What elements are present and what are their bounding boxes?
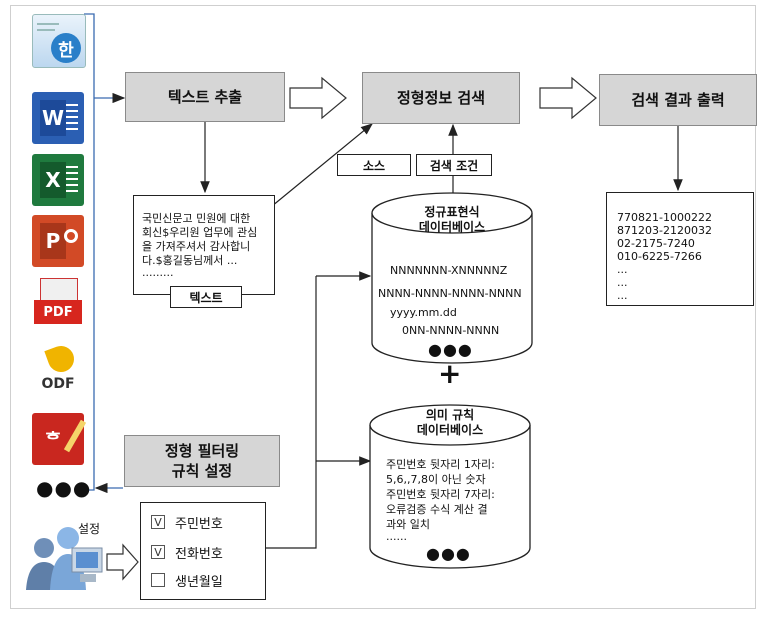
rule-line-1: 주민번호 뒷자리 1자리: — [386, 458, 495, 471]
hangul-doc-icon: ᄒ — [32, 413, 87, 465]
filter-title-line1: 정형 필터링 — [164, 442, 240, 460]
rule-line-5: 과와 일치 — [386, 518, 430, 531]
more-file-types: ●●● — [36, 476, 92, 500]
result-line-4: 010-6225-7266 — [617, 250, 702, 263]
plus-sign: + — [438, 357, 462, 390]
result-line-1: 770821-1000222 — [617, 211, 712, 224]
regex-pattern-4: 0NN-NNNN-NNNN — [402, 324, 500, 337]
block-arrow-extract-to-search — [289, 76, 347, 120]
odf-icon-label: ODF — [41, 376, 75, 392]
search-results-box: 770821-1000222 871203-2120032 02-2175-72… — [606, 192, 754, 306]
filter-options-box: V 주민번호 V 전화번호 생년월일 — [140, 502, 266, 600]
checkbox-phone-number[interactable]: V — [151, 545, 165, 559]
rule-db-title-line2: 데이터베이스 — [416, 423, 484, 437]
result-line-3: 02-2175-7240 — [617, 237, 695, 250]
text-extraction-box: 텍스트 추출 — [125, 72, 285, 122]
block-arrow-user-to-filter — [106, 543, 139, 581]
regex-pattern-1: NNNNNNN-XNNNNNZ — [390, 264, 508, 277]
rule-line-4: 오류검증 수식 계산 결 — [386, 503, 488, 516]
excel-icon: X — [32, 154, 84, 206]
ppt-icon-glyph: P — [40, 223, 66, 259]
setting-label: 설정 — [78, 522, 101, 536]
result-output-box: 검색 결과 출력 — [599, 74, 757, 126]
regex-db-title: 정규표현식 데이터베이스 — [382, 205, 522, 235]
rule-db-title-line1: 의미 규칙 — [425, 408, 475, 422]
filter-to-db-line — [266, 276, 317, 549]
hwp-icon: 한 — [32, 14, 86, 68]
block-arrow-search-to-output — [539, 76, 597, 120]
text-line-1: 국민신문고 민원에 대한 — [142, 212, 251, 225]
regex-pattern-3: yyyy.mm.dd — [390, 306, 457, 319]
word-icon-glyph: W — [40, 100, 66, 136]
option-phone-number: 전화번호 — [175, 547, 223, 562]
structured-search-box: 정형정보 검색 — [362, 72, 520, 124]
powerpoint-icon: P — [32, 215, 84, 267]
rule-line-3: 주민번호 뒷자리 7자리: — [386, 488, 495, 501]
rule-db-cylinder — [369, 404, 531, 569]
result-line-5: ... — [617, 263, 628, 276]
user-computer-icon — [26, 527, 103, 590]
pdf-icon-label: PDF — [34, 300, 82, 324]
result-line-6: ... — [617, 276, 628, 289]
regex-db-cylinder — [371, 192, 533, 364]
text-line-3: 을 가져주셔서 감사합니 — [142, 240, 251, 253]
text-line-2: 회신$우리원 업무에 관심 — [142, 226, 258, 239]
word-icon: W — [32, 92, 84, 144]
checkbox-resident-number[interactable]: V — [151, 515, 165, 529]
excel-icon-glyph: X — [40, 162, 66, 198]
result-line-2: 871203-2120032 — [617, 224, 712, 237]
filter-rule-setting-box: 정형 필터링 규칙 설정 — [124, 435, 280, 487]
text-line-4: 다.$홍길동님께서 ... — [142, 254, 238, 267]
regex-db-more: ●●● — [428, 340, 473, 359]
text-line-5: ......... — [142, 266, 174, 279]
regex-db-title-line1: 정규표현식 — [424, 205, 480, 219]
rule-line-2: 5,6,,7,8이 아닌 숫자 — [386, 473, 486, 486]
search-condition-label: 검색 조건 — [416, 154, 492, 176]
rule-db-title: 의미 규칙 데이터베이스 — [380, 408, 520, 438]
text-label: 텍스트 — [170, 286, 242, 308]
regex-db-title-line2: 데이터베이스 — [418, 220, 486, 234]
checkbox-birth-date[interactable] — [151, 573, 165, 587]
extracted-text-box: 국민신문고 민원에 대한 회신$우리원 업무에 관심 을 가져주셔서 감사합니 … — [133, 195, 275, 295]
pdf-icon: PDF — [32, 276, 84, 328]
result-line-7: ... — [617, 289, 628, 302]
diagram-frame — [10, 5, 756, 609]
regex-pattern-2: NNNN-NNNN-NNNN-NNNN — [378, 287, 522, 300]
option-resident-number: 주민번호 — [175, 517, 223, 532]
option-birth-date: 생년월일 — [175, 575, 223, 590]
source-label: 소스 — [337, 154, 411, 176]
filter-title-line2: 규칙 설정 — [171, 462, 233, 480]
rule-line-6: ...... — [386, 530, 407, 543]
hwp-icon-glyph: 한 — [51, 33, 81, 63]
odf-icon: ODF — [32, 342, 84, 396]
file-icons-bracket — [84, 13, 95, 491]
rule-db-more: ●●● — [426, 544, 471, 563]
